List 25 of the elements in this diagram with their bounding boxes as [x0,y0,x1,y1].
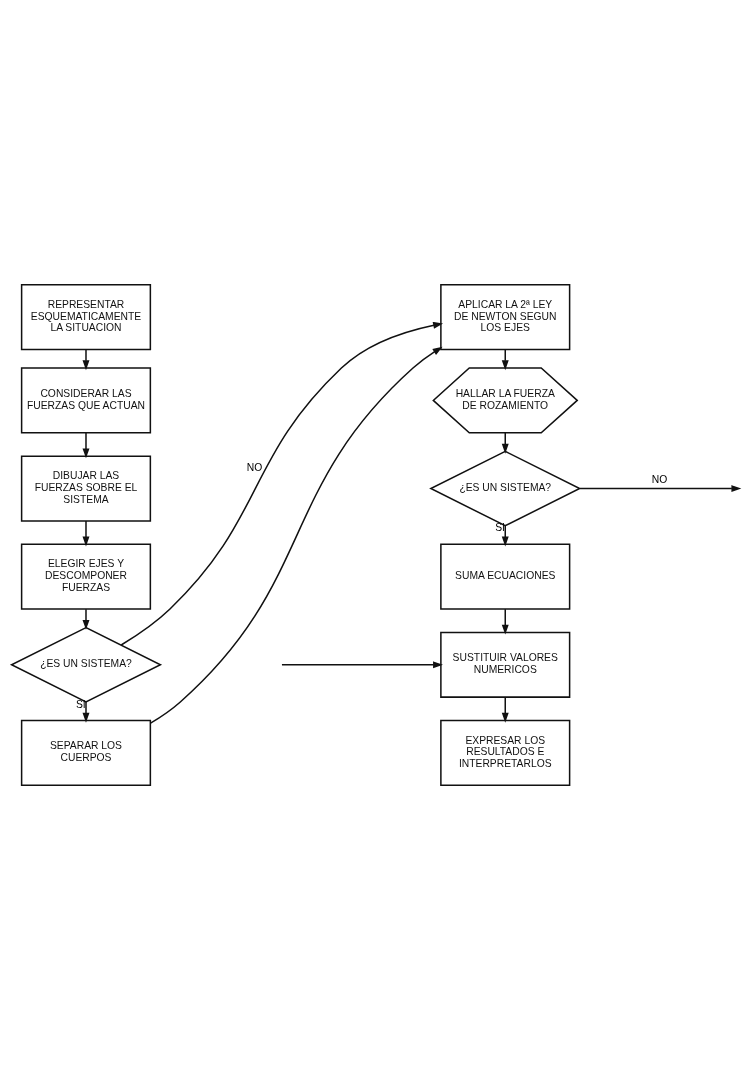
node-box: CONSIDERAR LAS FUERZAS QUE ACTUAN [20,367,152,434]
arrow [149,346,443,724]
arrow [501,348,509,371]
arrow [501,608,509,635]
node-box: EXPRESAR LOS RESULTADOS E INTERPRETARLOS [440,719,571,786]
node-box: SUSTITUIR VALORES NUMERICOS [440,631,571,698]
arrow [501,696,509,723]
arrow [281,661,443,669]
arrow [82,348,90,371]
arrow [82,608,90,630]
edge-label: NO [246,462,263,474]
arrow [82,520,90,547]
edge-label: NO [651,474,668,486]
node-box: ELEGIR EJES Y DESCOMPONER FUERZAS [20,543,152,610]
arrow [501,432,509,454]
arrow [501,525,509,547]
arrow [82,432,90,459]
arrow [579,485,742,492]
node-box: DIBUJAR LAS FUERZAS SOBRE EL SISTEMA [20,455,152,522]
arrow [82,701,90,723]
node-box: APLICAR LA 2ª LEY DE NEWTON SEGUN LOS EJES [440,284,571,351]
node-box: SEPARAR LOS CUERPOS [20,719,152,786]
node-box: SUMA ECUACIONES [440,543,571,610]
arrow [120,321,444,646]
node-box: REPRESENTAR ESQUEMATICAMENTE LA SITUACION [20,284,152,351]
